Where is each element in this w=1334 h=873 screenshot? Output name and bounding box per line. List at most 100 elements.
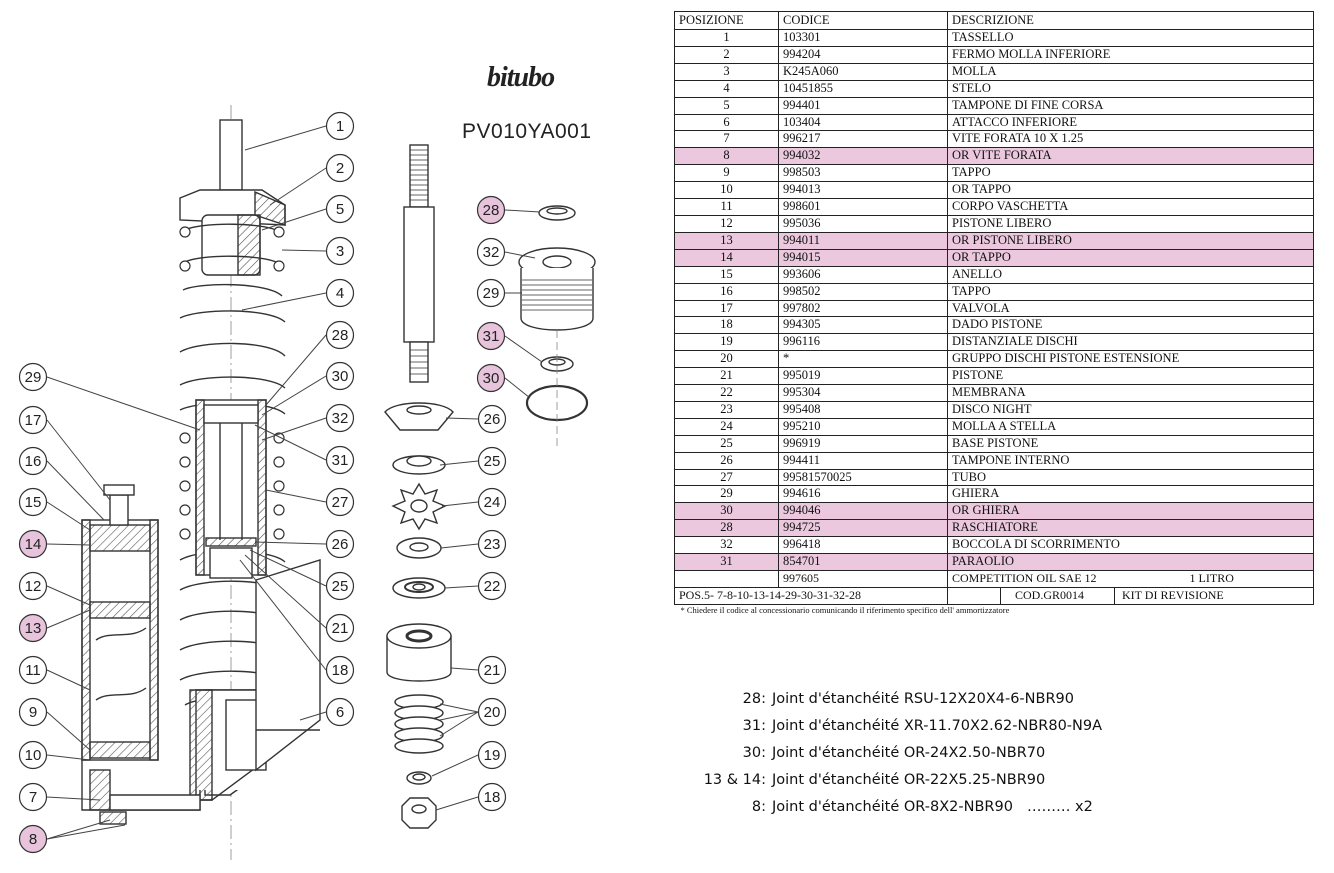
callout-number: 29 <box>25 369 42 386</box>
code-cell: 994046 <box>778 502 948 521</box>
code-cell: K245A060 <box>778 62 948 81</box>
position-cell: 8 <box>674 147 779 166</box>
seal-position: 30: <box>742 745 766 761</box>
callout-number: 26 <box>484 411 501 428</box>
position-cell: 10 <box>674 181 779 200</box>
callout-number: 11 <box>25 662 41 679</box>
callout-number: 5 <box>336 201 344 218</box>
description-cell: TAPPO <box>947 282 1314 301</box>
oil-name: COMPETITION OIL SAE 12 <box>952 571 1097 585</box>
callout-circle <box>476 321 506 351</box>
code-cell: 994616 <box>778 485 948 504</box>
code-cell: 996217 <box>778 130 948 149</box>
callout-circle <box>18 405 48 435</box>
position-cell: 21 <box>674 367 779 386</box>
description-cell: GHIERA <box>947 485 1314 504</box>
description-cell: BOCCOLA DI SCORRIMENTO <box>947 536 1314 555</box>
callout-number: 8 <box>29 831 37 848</box>
callout-circle <box>325 529 355 559</box>
callout-number: 12 <box>25 578 42 595</box>
seal-item: 28:Joint d'étanchéité RSU-12X20X4-6-NBR9… <box>680 686 1102 713</box>
position-cell: 9 <box>674 164 779 183</box>
position-cell: 18 <box>674 316 779 335</box>
position-cell: 1 <box>674 29 779 47</box>
seal-item: 8:Joint d'étanchéité OR-8X2-NBR90……… x2 <box>680 794 1102 821</box>
description-cell: TAMPONE DI FINE CORSA <box>947 96 1314 115</box>
code-cell: 997802 <box>778 299 948 318</box>
code-cell: 994411 <box>778 451 948 470</box>
code-cell: 99581570025 <box>778 468 948 487</box>
callout-circle <box>18 782 48 812</box>
description-cell: PISTONE LIBERO <box>947 214 1314 233</box>
callout-circle <box>476 363 506 393</box>
callout-number: 23 <box>484 536 501 553</box>
code-cell: 103301 <box>778 29 948 47</box>
callout-circle <box>325 655 355 685</box>
code-cell: 998601 <box>778 198 948 216</box>
callout-number: 16 <box>25 453 42 470</box>
position-cell: 30 <box>674 502 779 521</box>
callout-circle <box>477 487 507 517</box>
position-cell: 2 <box>674 45 779 64</box>
position-cell: 15 <box>674 265 779 284</box>
description-cell: CORPO VASCHETTA <box>947 198 1314 216</box>
table-note: * Chiedere il codice al concessionario c… <box>680 604 1010 615</box>
position-cell: 31 <box>674 553 779 571</box>
callout-number: 19 <box>484 747 501 764</box>
code-cell: 995408 <box>778 400 948 419</box>
exploded-components <box>384 144 596 829</box>
callout-number: 26 <box>332 536 349 553</box>
seal-spec: Joint d'étanchéité OR-8X2-NBR90 <box>772 799 1013 815</box>
callout-number: 17 <box>25 412 42 429</box>
position-cell: 13 <box>674 231 779 250</box>
callout-number: 6 <box>336 704 344 721</box>
callout-circle <box>325 403 355 433</box>
callout-circle <box>18 571 48 601</box>
description-cell: OR VITE FORATA <box>947 147 1314 166</box>
description-cell: BASE PISTONE <box>947 434 1314 453</box>
callout-circle <box>477 740 507 770</box>
code-cell: 10451855 <box>778 79 948 98</box>
callout-number: 24 <box>484 494 501 511</box>
code-cell: 995036 <box>778 214 948 233</box>
callout-circle <box>325 236 355 266</box>
description-cell: VALVOLA <box>947 299 1314 318</box>
seal-position: 13 & 14: <box>703 772 766 788</box>
code-cell: 996116 <box>778 333 948 352</box>
seal-list: 28:Joint d'étanchéité RSU-12X20X4-6-NBR9… <box>680 686 1102 821</box>
callout-number: 1 <box>336 118 344 135</box>
description-cell: MOLLA <box>947 62 1314 81</box>
callout-circle <box>477 697 507 727</box>
table-header-row: POSIZIONE CODICE DESCRIZIONE <box>674 11 1314 30</box>
seal-spec: Joint d'étanchéité OR-24X2.50-NBR70 <box>772 745 1046 761</box>
description-cell: TAMPONE INTERNO <box>947 451 1314 470</box>
position-cell: 6 <box>674 113 779 132</box>
callout-circle <box>18 529 48 559</box>
description-cell: MEMBRANA <box>947 384 1314 402</box>
callout-circle <box>18 697 48 727</box>
callout-circle <box>477 446 507 476</box>
oil-row: 997605 COMPETITION OIL SAE 12 1 LITRO <box>674 570 1314 588</box>
callout-number: 7 <box>29 789 37 806</box>
position-cell: 23 <box>674 400 779 419</box>
shock-absorber-assembly <box>81 105 321 860</box>
kit-label: KIT DI REVISIONE <box>1122 587 1224 602</box>
callout-number: 3 <box>336 243 344 260</box>
position-cell: 28 <box>674 519 779 538</box>
callout-badges: 1253428303231272625211862917161514121311… <box>18 111 507 854</box>
